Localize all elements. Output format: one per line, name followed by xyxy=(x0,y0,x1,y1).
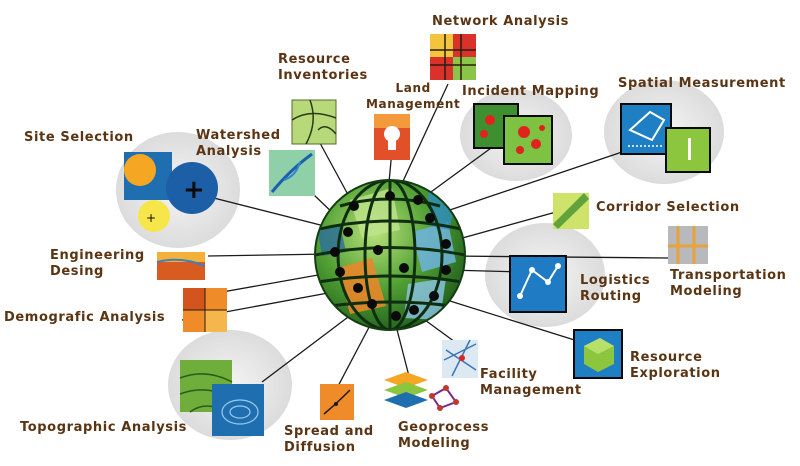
label-incident-mapping: Incident Mapping xyxy=(462,84,600,99)
label-spatial-measurement: Spatial Measurement xyxy=(618,76,786,91)
resource-exploration-icon xyxy=(573,329,623,379)
label-network-analysis: Network Analysis xyxy=(432,14,569,29)
label-watershed-analysis: Watershed Analysis xyxy=(196,128,281,159)
label-topographic-analysis: Topographic Analysis xyxy=(20,420,187,435)
label-land-management: Land Management xyxy=(366,81,461,111)
land-management-icon xyxy=(374,114,410,160)
logistics-routing-icon xyxy=(509,255,567,313)
svg-text:+: + xyxy=(146,211,156,225)
label-site-selection: Site Selection xyxy=(24,130,134,145)
transportation-modeling-icon xyxy=(668,226,708,264)
label-resource-inventories: Resource Inventories xyxy=(278,52,368,83)
demografic-analysis-icon xyxy=(183,288,227,332)
topographic-analysis-icon xyxy=(179,360,264,436)
watershed-analysis-icon xyxy=(269,150,315,196)
label-corridor-selection: Corridor Selection xyxy=(596,200,740,215)
label-demografic-analysis: Demografic Analysis xyxy=(4,310,166,325)
label-spread-and-diffusion: Spread and Diffusion xyxy=(284,424,374,455)
corridor-selection-icon xyxy=(553,193,589,229)
facility-management-icon xyxy=(442,339,478,378)
label-geoprocess-modeling: Geoprocess Modeling xyxy=(398,420,490,451)
svg-text:+: + xyxy=(183,175,205,205)
label-logistics-routing: Logistics Routing xyxy=(580,273,651,304)
engineering-desing-icon xyxy=(156,252,206,280)
geoprocess-modeling-icon xyxy=(384,372,459,411)
label-facility-management: Facility Management xyxy=(480,367,582,398)
spread-and-diffusion-icon xyxy=(320,384,354,420)
incident-mapping-icon xyxy=(473,103,553,165)
label-transportation-modeling: Transportation Modeling xyxy=(670,268,787,299)
gis-globe xyxy=(314,179,466,331)
site-selection-icon: + + xyxy=(124,152,218,232)
spatial-measurement-icon xyxy=(620,103,711,173)
resource-inventories-icon xyxy=(291,99,337,145)
network-analysis-icon xyxy=(430,34,476,80)
label-resource-exploration: Resource Exploration xyxy=(630,350,721,381)
label-engineering-desing: Engineering Desing xyxy=(50,248,145,279)
